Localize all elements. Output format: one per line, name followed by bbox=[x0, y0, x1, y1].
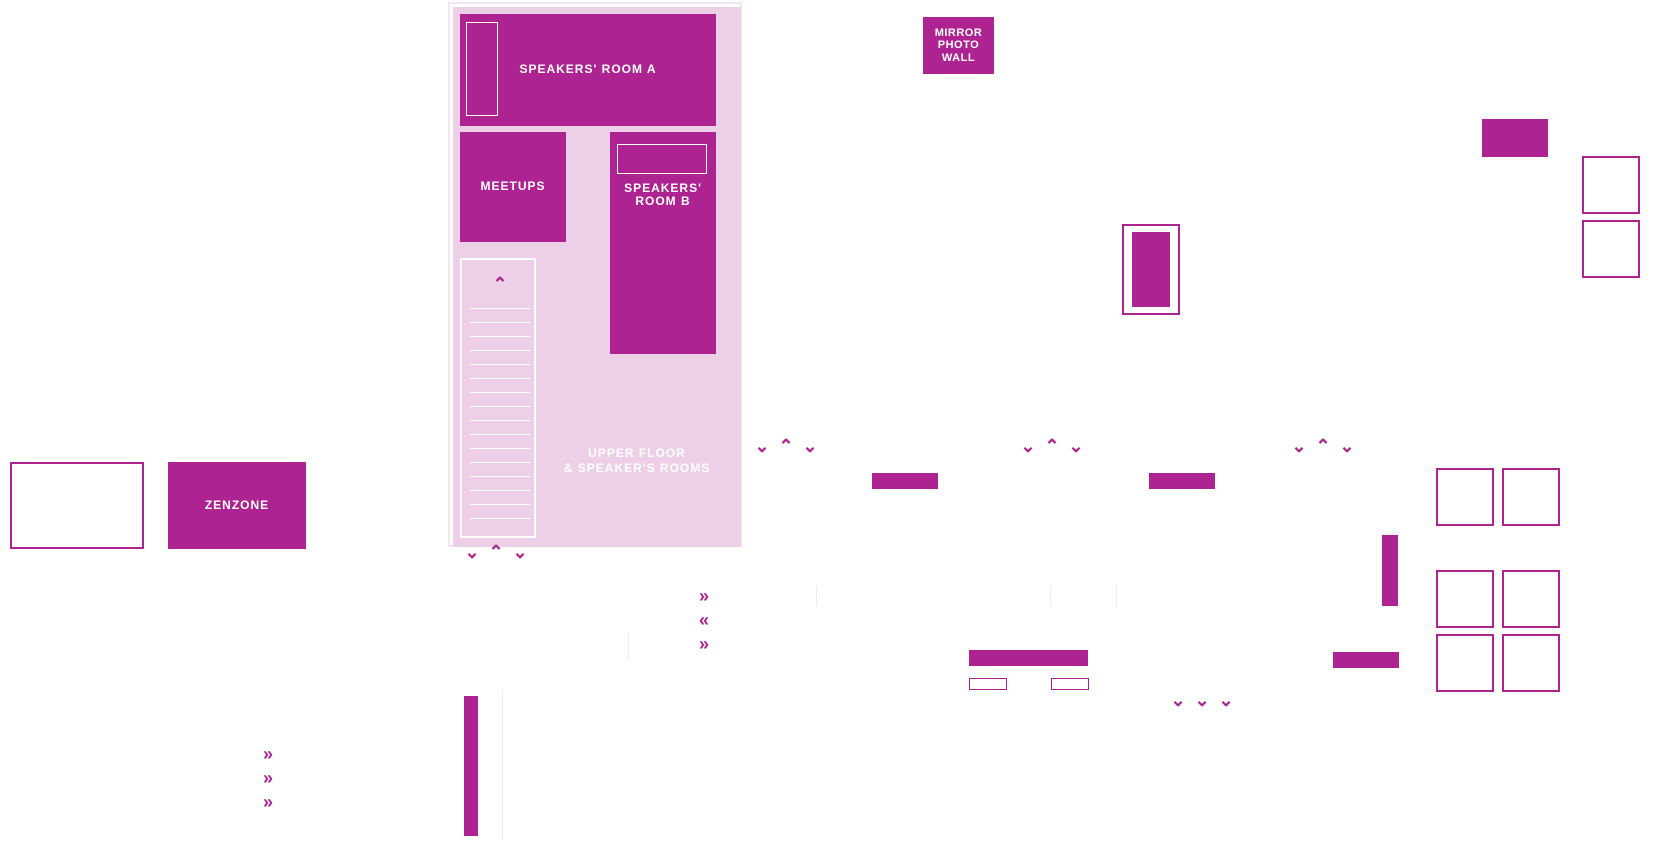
chevron-down-glyph: ⌄ bbox=[1218, 690, 1234, 710]
chevron-down-icon: ⌄ bbox=[508, 540, 532, 564]
right-grid-5[interactable] bbox=[1436, 634, 1494, 692]
faint-divider bbox=[816, 586, 817, 606]
chevron-right-icon: » bbox=[256, 766, 280, 790]
chevron-right-glyph: » bbox=[262, 792, 273, 812]
left-outlined-room[interactable] bbox=[10, 462, 144, 549]
chevron-up-glyph: ⌃ bbox=[488, 542, 504, 562]
chevron-left-glyph: « bbox=[698, 610, 709, 630]
chevron-down-glyph: ⌄ bbox=[1068, 436, 1084, 456]
middle-bar-left bbox=[872, 473, 938, 489]
chevron-down-icon: ⌄ bbox=[750, 434, 774, 458]
chevron-down-glyph: ⌄ bbox=[1291, 436, 1307, 456]
chevron-left-icon: « bbox=[692, 608, 716, 632]
bottom-center-outline-left bbox=[969, 678, 1007, 690]
chevron-down-glyph: ⌄ bbox=[1339, 436, 1355, 456]
chevron-down-icon: ⌄ bbox=[1016, 434, 1040, 458]
right-grid-6[interactable] bbox=[1502, 634, 1560, 692]
right-top-bar bbox=[1482, 119, 1548, 157]
chevron-down-icon: ⌄ bbox=[1166, 688, 1190, 712]
zenzone-label: ZENZONE bbox=[204, 497, 270, 512]
chevron-right-glyph: » bbox=[698, 634, 709, 654]
chevron-down-icon: ⌄ bbox=[1190, 688, 1214, 712]
mirror-photo-wall-label: MIRROR PHOTO WALL bbox=[934, 27, 983, 64]
chevron-down-glyph: ⌄ bbox=[1020, 436, 1036, 456]
chevron-down-icon: ⌄ bbox=[1287, 434, 1311, 458]
speakers-room-b[interactable]: SPEAKERS' ROOM B bbox=[610, 132, 716, 354]
zenzone-room[interactable]: ZENZONE bbox=[168, 462, 306, 549]
faint-divider bbox=[502, 690, 503, 840]
faint-divider bbox=[1116, 586, 1117, 606]
chevron-right-glyph: » bbox=[698, 586, 709, 606]
chevron-right-glyph: » bbox=[262, 744, 273, 764]
chevron-up-icon: ⌃ bbox=[774, 434, 798, 458]
chevron-right-icon: » bbox=[256, 790, 280, 814]
bottom-center-bar bbox=[969, 650, 1088, 666]
right-top-outline-1[interactable] bbox=[1582, 156, 1640, 214]
meetups-room[interactable]: MEETUPS bbox=[460, 132, 566, 242]
right-top-outline-2[interactable] bbox=[1582, 220, 1640, 278]
chevron-up-icon: ⌃ bbox=[484, 540, 508, 564]
chevron-up-glyph: ⌃ bbox=[1315, 436, 1331, 456]
center-device-outline[interactable] bbox=[1122, 224, 1180, 315]
chevron-right-icon: » bbox=[692, 632, 716, 656]
chevron-down-glyph: ⌄ bbox=[464, 542, 480, 562]
chevron-up-glyph: ⌃ bbox=[1044, 436, 1060, 456]
chevron-down-icon: ⌄ bbox=[1064, 434, 1088, 458]
upper-floor-label: UPPER FLOOR & SPEAKER'S ROOMS bbox=[532, 446, 742, 476]
chevron-down-icon: ⌄ bbox=[798, 434, 822, 458]
right-vertical-bar bbox=[1382, 535, 1398, 606]
chevron-right-icon: » bbox=[692, 584, 716, 608]
right-grid-3[interactable] bbox=[1436, 570, 1494, 628]
chevron-down-icon: ⌄ bbox=[1335, 434, 1359, 458]
chevron-down-glyph: ⌄ bbox=[802, 436, 818, 456]
right-grid-1[interactable] bbox=[1436, 468, 1494, 526]
center-device-core bbox=[1132, 232, 1170, 307]
chevron-up-icon: ⌃ bbox=[1040, 434, 1064, 458]
chevron-down-glyph: ⌄ bbox=[512, 542, 528, 562]
speakers-room-a[interactable]: SPEAKERS' ROOM A bbox=[460, 14, 716, 126]
bottom-left-vertical-bar bbox=[464, 696, 478, 836]
bottom-center-outline-right bbox=[1051, 678, 1089, 690]
speakers-room-a-door bbox=[466, 22, 498, 116]
faint-divider bbox=[1050, 586, 1051, 606]
speakers-room-b-window bbox=[617, 144, 707, 174]
stairs: ⌃ bbox=[460, 258, 536, 538]
right-grid-2[interactable] bbox=[1502, 468, 1560, 526]
mirror-photo-wall[interactable]: MIRROR PHOTO WALL bbox=[923, 17, 994, 74]
upper-floor-text: UPPER FLOOR & SPEAKER'S ROOMS bbox=[563, 446, 711, 475]
faint-divider bbox=[628, 634, 629, 660]
chevron-up-glyph: ⌃ bbox=[778, 436, 794, 456]
middle-bar-right bbox=[1149, 473, 1215, 489]
speakers-room-b-label: SPEAKERS' ROOM B bbox=[624, 180, 702, 208]
speakers-room-a-label: SPEAKERS' ROOM A bbox=[519, 62, 657, 77]
stairs-up-glyph: ⌃ bbox=[492, 274, 508, 294]
chevron-right-icon: » bbox=[256, 742, 280, 766]
chevron-down-glyph: ⌄ bbox=[754, 436, 770, 456]
chevron-down-icon: ⌄ bbox=[460, 540, 484, 564]
stairs-up-icon: ⌃ bbox=[488, 272, 512, 296]
chevron-down-glyph: ⌄ bbox=[1170, 690, 1186, 710]
chevron-right-glyph: » bbox=[262, 768, 273, 788]
chevron-up-icon: ⌃ bbox=[1311, 434, 1335, 458]
bottom-right-bar bbox=[1333, 652, 1399, 668]
right-grid-4[interactable] bbox=[1502, 570, 1560, 628]
chevron-down-glyph: ⌄ bbox=[1194, 690, 1210, 710]
meetups-label: MEETUPS bbox=[480, 179, 546, 194]
chevron-down-icon: ⌄ bbox=[1214, 688, 1238, 712]
